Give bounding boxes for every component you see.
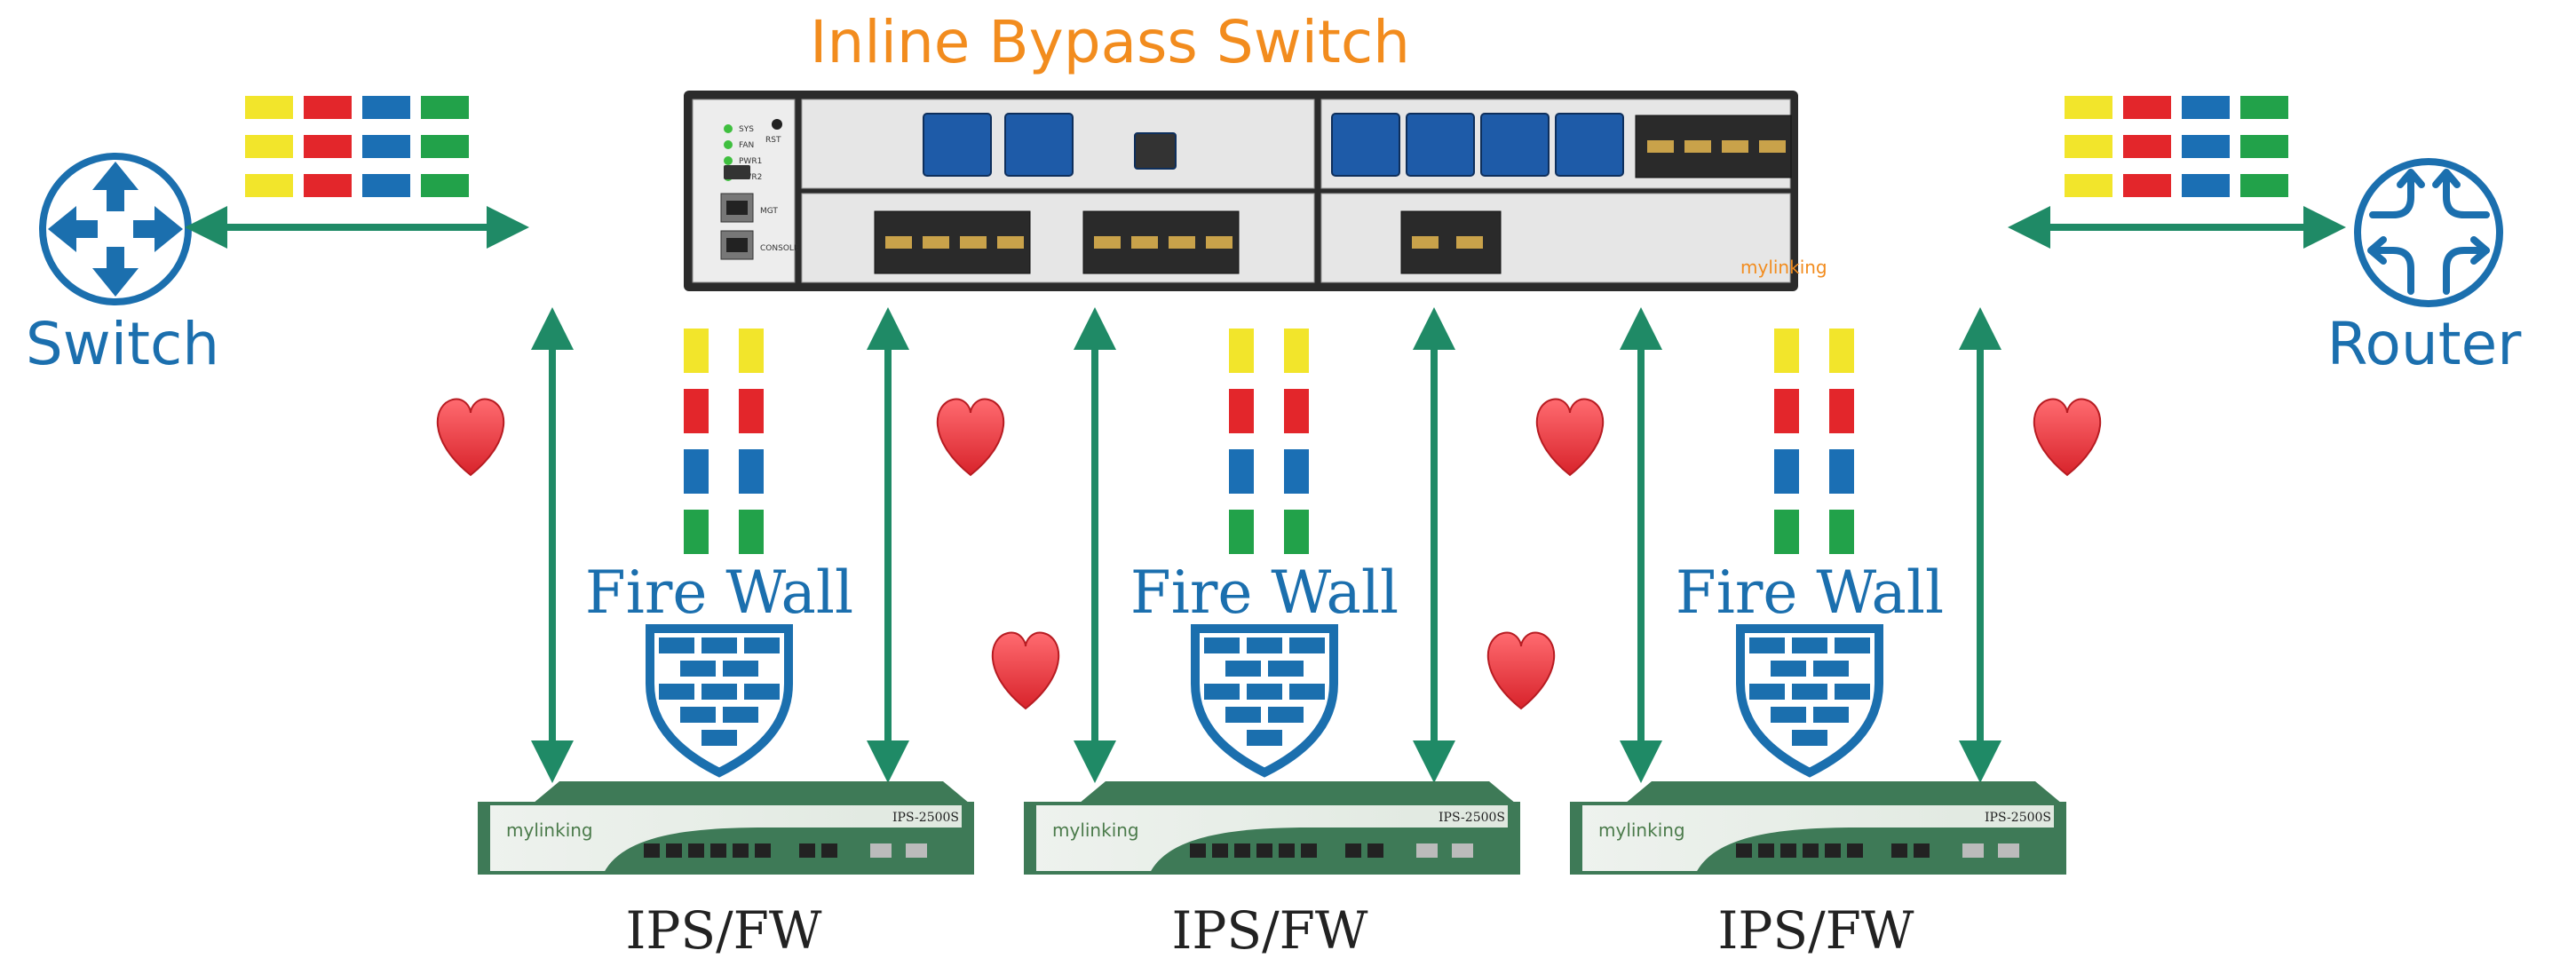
chassis-led-label-pwr2: PWR2	[739, 173, 762, 182]
firewall-label: Fire Wall	[585, 558, 853, 627]
appliance-model: IPS-2500S	[1985, 811, 2051, 825]
firewall-label: Fire Wall	[1676, 558, 1944, 627]
heartbeat-icon	[1535, 398, 1605, 477]
appliance-model: IPS-2500S	[892, 811, 959, 825]
appliance-brand-logo: mylinking	[506, 820, 593, 841]
firewall-group-3: Fire Wall	[1676, 329, 1944, 778]
switch-label: Switch	[26, 310, 219, 378]
ips-fw-appliance-3: mylinking IPS-2500S IPS/FW	[1570, 781, 2066, 961]
network-switch-icon	[39, 153, 192, 305]
module-bay-4	[1320, 193, 1791, 283]
heartbeat-icon	[2033, 398, 2102, 477]
inline-bypass-switch-chassis: SYS FAN PWR1 PWR2 RST MGT CONSOLE	[684, 91, 1827, 291]
diagram-title: Inline Bypass Switch	[810, 8, 1410, 76]
chassis-led-label-sys: SYS	[739, 125, 754, 134]
appliance-brand-logo: mylinking	[1598, 820, 1685, 841]
packet-stack-3	[1774, 329, 1854, 554]
packet-grid-left	[245, 96, 469, 197]
chassis-led-label-rst: RST	[765, 136, 781, 145]
fiber-ports-bay-1	[923, 113, 1177, 177]
fiber-ports-bay-3	[1331, 113, 1624, 177]
appliance-brand-logo: mylinking	[1052, 820, 1139, 841]
shield-brick-wall-icon	[1191, 624, 1338, 778]
heartbeat-icon	[1486, 631, 1556, 710]
appliance-label: IPS/FW	[625, 900, 821, 961]
chassis-led-label-fan: FAN	[739, 141, 754, 150]
router-label: Router	[2327, 310, 2523, 378]
chassis-mgt-label: MGT	[760, 207, 778, 216]
firewall-group-2: Fire Wall	[1130, 329, 1399, 778]
appliance-label: IPS/FW	[1717, 900, 1914, 961]
ips-fw-appliance-2: mylinking IPS-2500S IPS/FW	[1024, 781, 1520, 961]
heartbeat-icon	[436, 398, 505, 477]
firewall-group-1: Fire Wall	[585, 329, 853, 778]
chassis-brand-logo: mylinking	[1740, 257, 1827, 278]
heartbeat-icon	[991, 631, 1060, 710]
packet-stack-2	[1229, 329, 1309, 554]
shield-brick-wall-icon	[646, 624, 793, 778]
shield-brick-wall-icon	[1736, 624, 1883, 778]
firewall-label: Fire Wall	[1130, 558, 1399, 627]
packet-stack-1	[684, 329, 764, 554]
router-icon	[2354, 158, 2503, 307]
usb-port-icon	[724, 165, 750, 179]
appliance-label: IPS/FW	[1171, 900, 1367, 961]
heartbeat-icon	[936, 398, 1005, 477]
chassis-console-label: CONSOLE	[760, 244, 799, 253]
ips-fw-appliance-1: mylinking IPS-2500S IPS/FW	[478, 781, 974, 961]
appliance-model: IPS-2500S	[1439, 811, 1505, 825]
chassis-led-label-pwr1: PWR1	[739, 157, 762, 166]
left-switch: Switch	[26, 153, 219, 378]
packet-grid-right	[2065, 96, 2288, 197]
right-router: Router	[2327, 158, 2523, 378]
